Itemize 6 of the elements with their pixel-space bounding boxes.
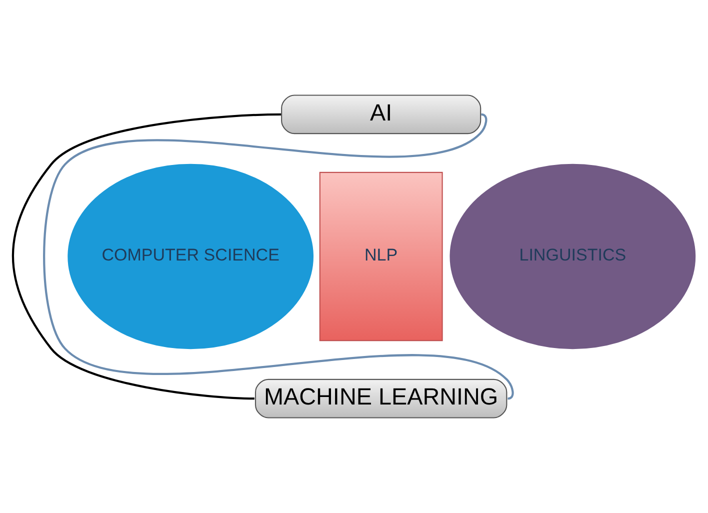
- node-box: AI: [281, 94, 482, 134]
- node-ellipse: COMPUTER SCIENCE: [68, 164, 314, 350]
- node-ellipse: LINGUISTICS: [450, 164, 696, 350]
- connector: [12, 113, 282, 400]
- node-box: MACHINE LEARNING: [254, 378, 508, 418]
- node-box: NLP: [319, 172, 443, 342]
